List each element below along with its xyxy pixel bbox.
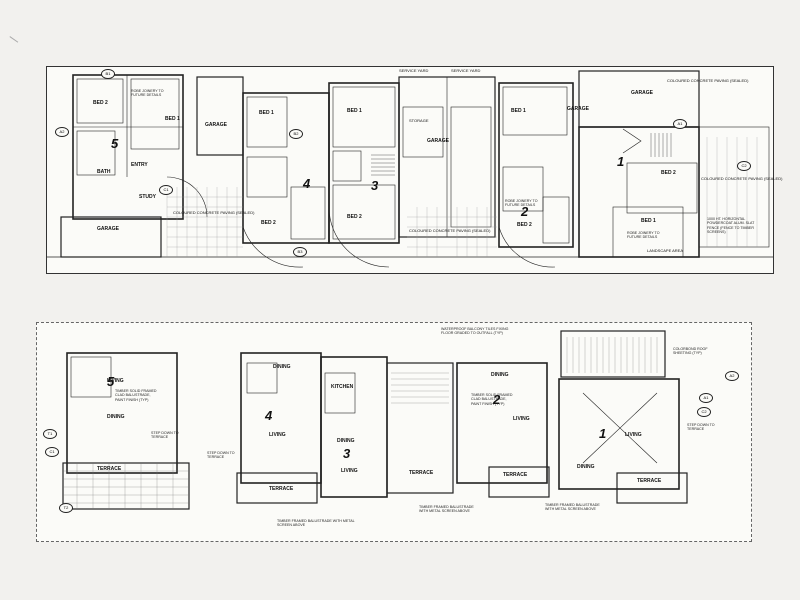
section-tag: A2 — [725, 371, 739, 381]
section-tag: C2 — [697, 407, 711, 417]
section-tag: B1 — [101, 69, 115, 79]
drawing-note: STEP DOWN TO TERRACE — [151, 431, 179, 440]
room-label: TERRACE — [97, 466, 122, 472]
drawing-note: TIMBER FRAMED BALUSTRADE WITH METAL SCRE… — [277, 519, 355, 528]
area-label: COLOURED CONCRETE PAVING (SEALED) — [173, 210, 255, 215]
area-label: COLOURED CONCRETE PAVING (SEALED) — [667, 78, 749, 83]
room-label: BED 1 — [347, 108, 362, 114]
area-label: COLOURED CONCRETE PAVING (SEALED) — [409, 228, 491, 233]
section-tag: T1 — [43, 429, 57, 439]
unit-number-5: 5 — [107, 374, 115, 389]
room-label: DINING — [107, 414, 125, 420]
area-label: STORAGE — [409, 118, 429, 123]
drawing-note: TIMBER SOLID FRAMED CLAD BALUSTRADE, PAI… — [115, 389, 157, 402]
scan-mark — [3, 36, 19, 51]
unit-number-5: 5 — [111, 136, 119, 151]
unit-number-4: 4 — [265, 408, 273, 423]
room-label: TERRACE — [503, 472, 528, 478]
section-tag: A1 — [673, 119, 687, 129]
unit-number-3: 3 — [343, 446, 351, 461]
area-label: COLOURED CONCRETE PAVING (SEALED) — [701, 176, 783, 181]
unit-number-4: 4 — [303, 176, 311, 191]
drawing-note: TIMBER FRAMED BALUSTRADE WITH METAL SCRE… — [545, 503, 600, 512]
drawing-note: STEP DOWN TO TERRACE — [687, 423, 715, 432]
drawing-note: ROBE JOINERY TO FUTURE DETAILS — [505, 199, 538, 208]
drawing-note: ROBE JOINERY TO FUTURE DETAILS — [627, 231, 660, 240]
room-label: LIVING — [107, 378, 124, 384]
area-label: SERVICE YARD — [451, 68, 481, 73]
room-label: LIVING — [341, 468, 358, 474]
section-tag: A1 — [699, 393, 713, 403]
room-label: LIVING — [269, 432, 286, 438]
lower-plan-linework — [62, 330, 688, 510]
area-label: SERVICE YARD — [399, 68, 429, 73]
room-label: KITCHEN — [331, 384, 354, 390]
lower-floor-plan: 5 4 3 2 1 LIVING DINING TERRACE DINING L… — [36, 322, 752, 542]
room-label: BED 2 — [347, 214, 362, 220]
section-tag: C2 — [737, 161, 751, 171]
drawing-note: WATERPROOF BALCONY TILES FIXING FLOOR GR… — [441, 327, 509, 336]
section-tag: A2 — [55, 127, 69, 137]
room-label: TERRACE — [269, 486, 294, 492]
room-label: DINING — [337, 438, 355, 444]
room-label: BED 1 — [165, 116, 180, 122]
drawing-note: 1000 HT. HORIZONTAL POWDERCOAT ALUM. SLA… — [707, 217, 755, 234]
section-tag: B3 — [293, 247, 307, 257]
unit-number-1: 1 — [599, 426, 607, 441]
room-label: STUDY — [139, 194, 156, 200]
drawing-note: ROBE JOINERY TO FUTURE DETAILS — [131, 89, 164, 98]
room-label: TERRACE — [637, 478, 662, 484]
unit-number-1: 1 — [617, 154, 625, 169]
section-tag: C1 — [159, 185, 173, 195]
unit-number-3: 3 — [371, 178, 379, 193]
drawing-note: TIMBER SOLID FRAMED CLAD BALUSTRADE, PAI… — [471, 393, 513, 406]
room-label: BED 2 — [661, 170, 676, 176]
room-label: BED 1 — [511, 108, 526, 114]
area-label: LANDSCAPE AREA — [647, 248, 684, 253]
room-label: DINING — [273, 364, 291, 370]
section-tag: T2 — [59, 503, 73, 513]
room-label: BED 2 — [93, 100, 108, 106]
upper-plan-linework — [47, 70, 773, 268]
room-label: BED 2 — [261, 220, 276, 226]
room-label: GARAGE — [427, 138, 449, 144]
room-label: LIVING — [625, 432, 642, 438]
room-label: LIVING — [513, 416, 530, 422]
unit-number-2: 2 — [521, 204, 529, 219]
room-label: GARAGE — [567, 106, 589, 112]
room-label: BED 1 — [259, 110, 274, 116]
room-label: DINING — [577, 464, 595, 470]
room-label: BED 2 — [517, 222, 532, 228]
room-label: BED 1 — [641, 218, 656, 224]
room-label: ENTRY — [131, 162, 148, 168]
unit-number-2: 2 — [493, 392, 501, 407]
section-tag: B2 — [289, 129, 303, 139]
room-label: DINING — [491, 372, 509, 378]
drawing-note: COLORBOND ROOF SHEETING (TYP) — [673, 347, 708, 356]
room-label: GARAGE — [97, 226, 119, 232]
room-label: GARAGE — [631, 90, 653, 96]
section-tag: C1 — [45, 447, 59, 457]
room-label: TERRACE — [409, 470, 434, 476]
upper-floor-plan: 5 4 3 2 1 BED 2 BED 1 BATH ENTRY STUDY G… — [46, 66, 782, 274]
room-label: GARAGE — [205, 122, 227, 128]
drawing-note: TIMBER FRAMED BALUSTRADE WITH METAL SCRE… — [419, 505, 474, 514]
drawing-note: STEP DOWN TO TERRACE — [207, 451, 235, 460]
room-label: BATH — [97, 169, 111, 175]
